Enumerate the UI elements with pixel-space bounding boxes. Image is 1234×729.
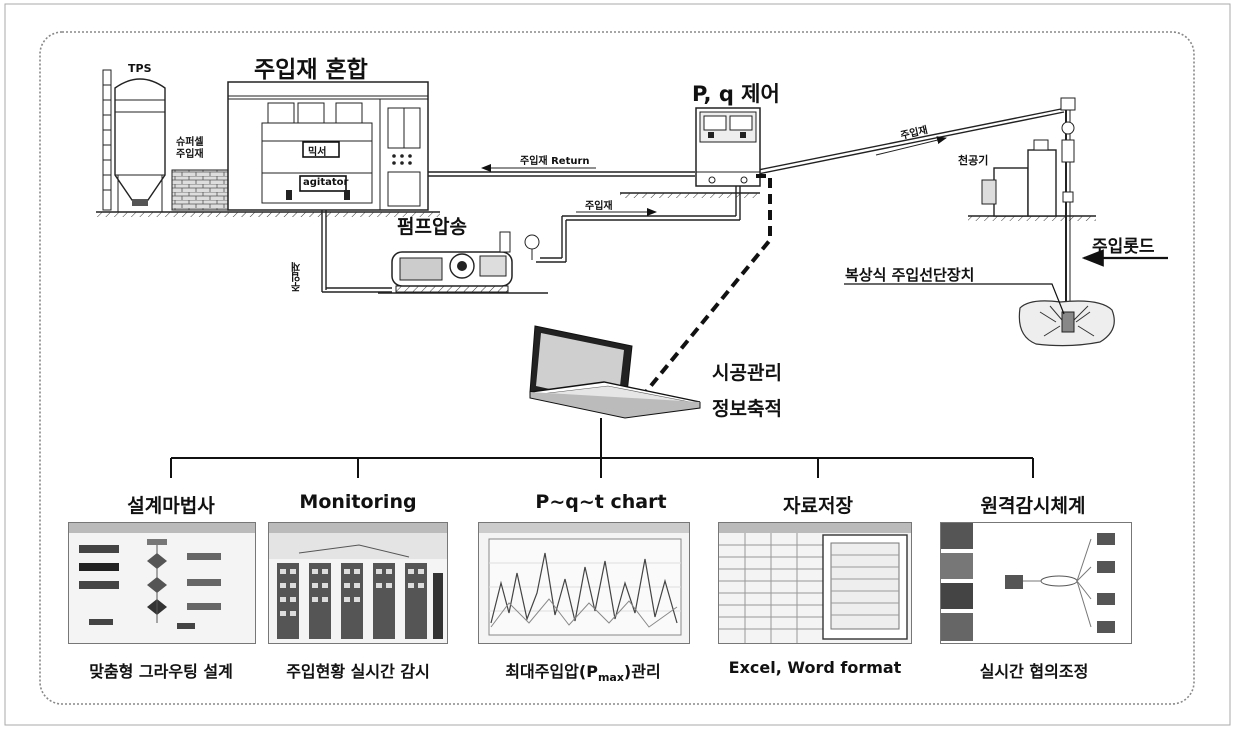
tps-silo: [102, 69, 166, 212]
module-caption-design: 맞춤형 그라우팅 설계: [89, 662, 233, 681]
module-caption-chart: 최대주입압(Pmax)관리: [505, 658, 660, 684]
super-cement-label: 슈퍼셀 주입재: [176, 137, 204, 160]
tree-connector: [170, 418, 1034, 478]
return-line-label: 주입재 Return: [520, 156, 590, 167]
mixer-label: 믹서: [308, 147, 327, 158]
grout-line-label: 주입재: [585, 201, 613, 212]
pq-control-title: P, q 제어: [692, 82, 780, 106]
module-caption-monitoring: 주입현황 실시간 감시: [286, 662, 430, 681]
line-chart-icon: [479, 523, 689, 636]
caption-chart-post: )관리: [623, 662, 661, 681]
callout-arrows: [844, 249, 1168, 315]
mixing-plant: [227, 81, 429, 211]
module-title-monitoring: Monitoring: [299, 491, 417, 513]
packer: [1018, 300, 1115, 347]
cement-bags: [171, 169, 229, 211]
laptop: [529, 325, 701, 419]
rod-label: 주입롯드: [1092, 237, 1155, 257]
chart-screenshot: [478, 522, 690, 644]
ground: [96, 192, 1096, 294]
flowchart-icon: [69, 523, 255, 629]
module-title-storage: 자료저장: [783, 495, 853, 517]
grout-pump: [391, 231, 540, 293]
tps-label: TPS: [128, 62, 152, 75]
mgmt-line1: 시공관리: [712, 362, 782, 384]
spreadsheet-icon: [719, 523, 911, 643]
caption-chart-pre: 최대주입압(P: [505, 662, 598, 681]
packer-label: 복상식 주입선단장치: [845, 266, 975, 284]
buildings-icon: [269, 523, 447, 639]
pipes: [321, 107, 1067, 293]
network-icon: [941, 523, 1131, 643]
drilling-rig: [981, 97, 1076, 310]
agitator-label: agitator: [303, 177, 349, 188]
pq-controller: [695, 107, 761, 187]
outer-frame: [4, 3, 1231, 726]
module-caption-storage: Excel, Word format: [728, 658, 902, 677]
module-title-chart: P~q~t chart: [535, 491, 667, 513]
pump-title: 펌프압송: [397, 216, 467, 238]
network-screenshot: [940, 522, 1132, 644]
caption-chart-sub: max: [597, 671, 624, 685]
signal-line: [634, 174, 772, 406]
module-title-design: 설계마법사: [127, 495, 215, 517]
monitoring-screenshot: [268, 522, 448, 644]
mgmt-line2: 정보축적: [712, 398, 782, 420]
grout-left-label: 주입재: [292, 262, 303, 292]
module-caption-remote: 실시간 협의조정: [979, 662, 1089, 681]
module-title-remote: 원격감시체계: [980, 495, 1086, 517]
mixing-title: 주입재 혼합: [254, 57, 368, 83]
document-screenshot: [718, 522, 912, 644]
drill-label: 천공기: [958, 154, 989, 167]
flowchart-screenshot: [68, 522, 256, 644]
